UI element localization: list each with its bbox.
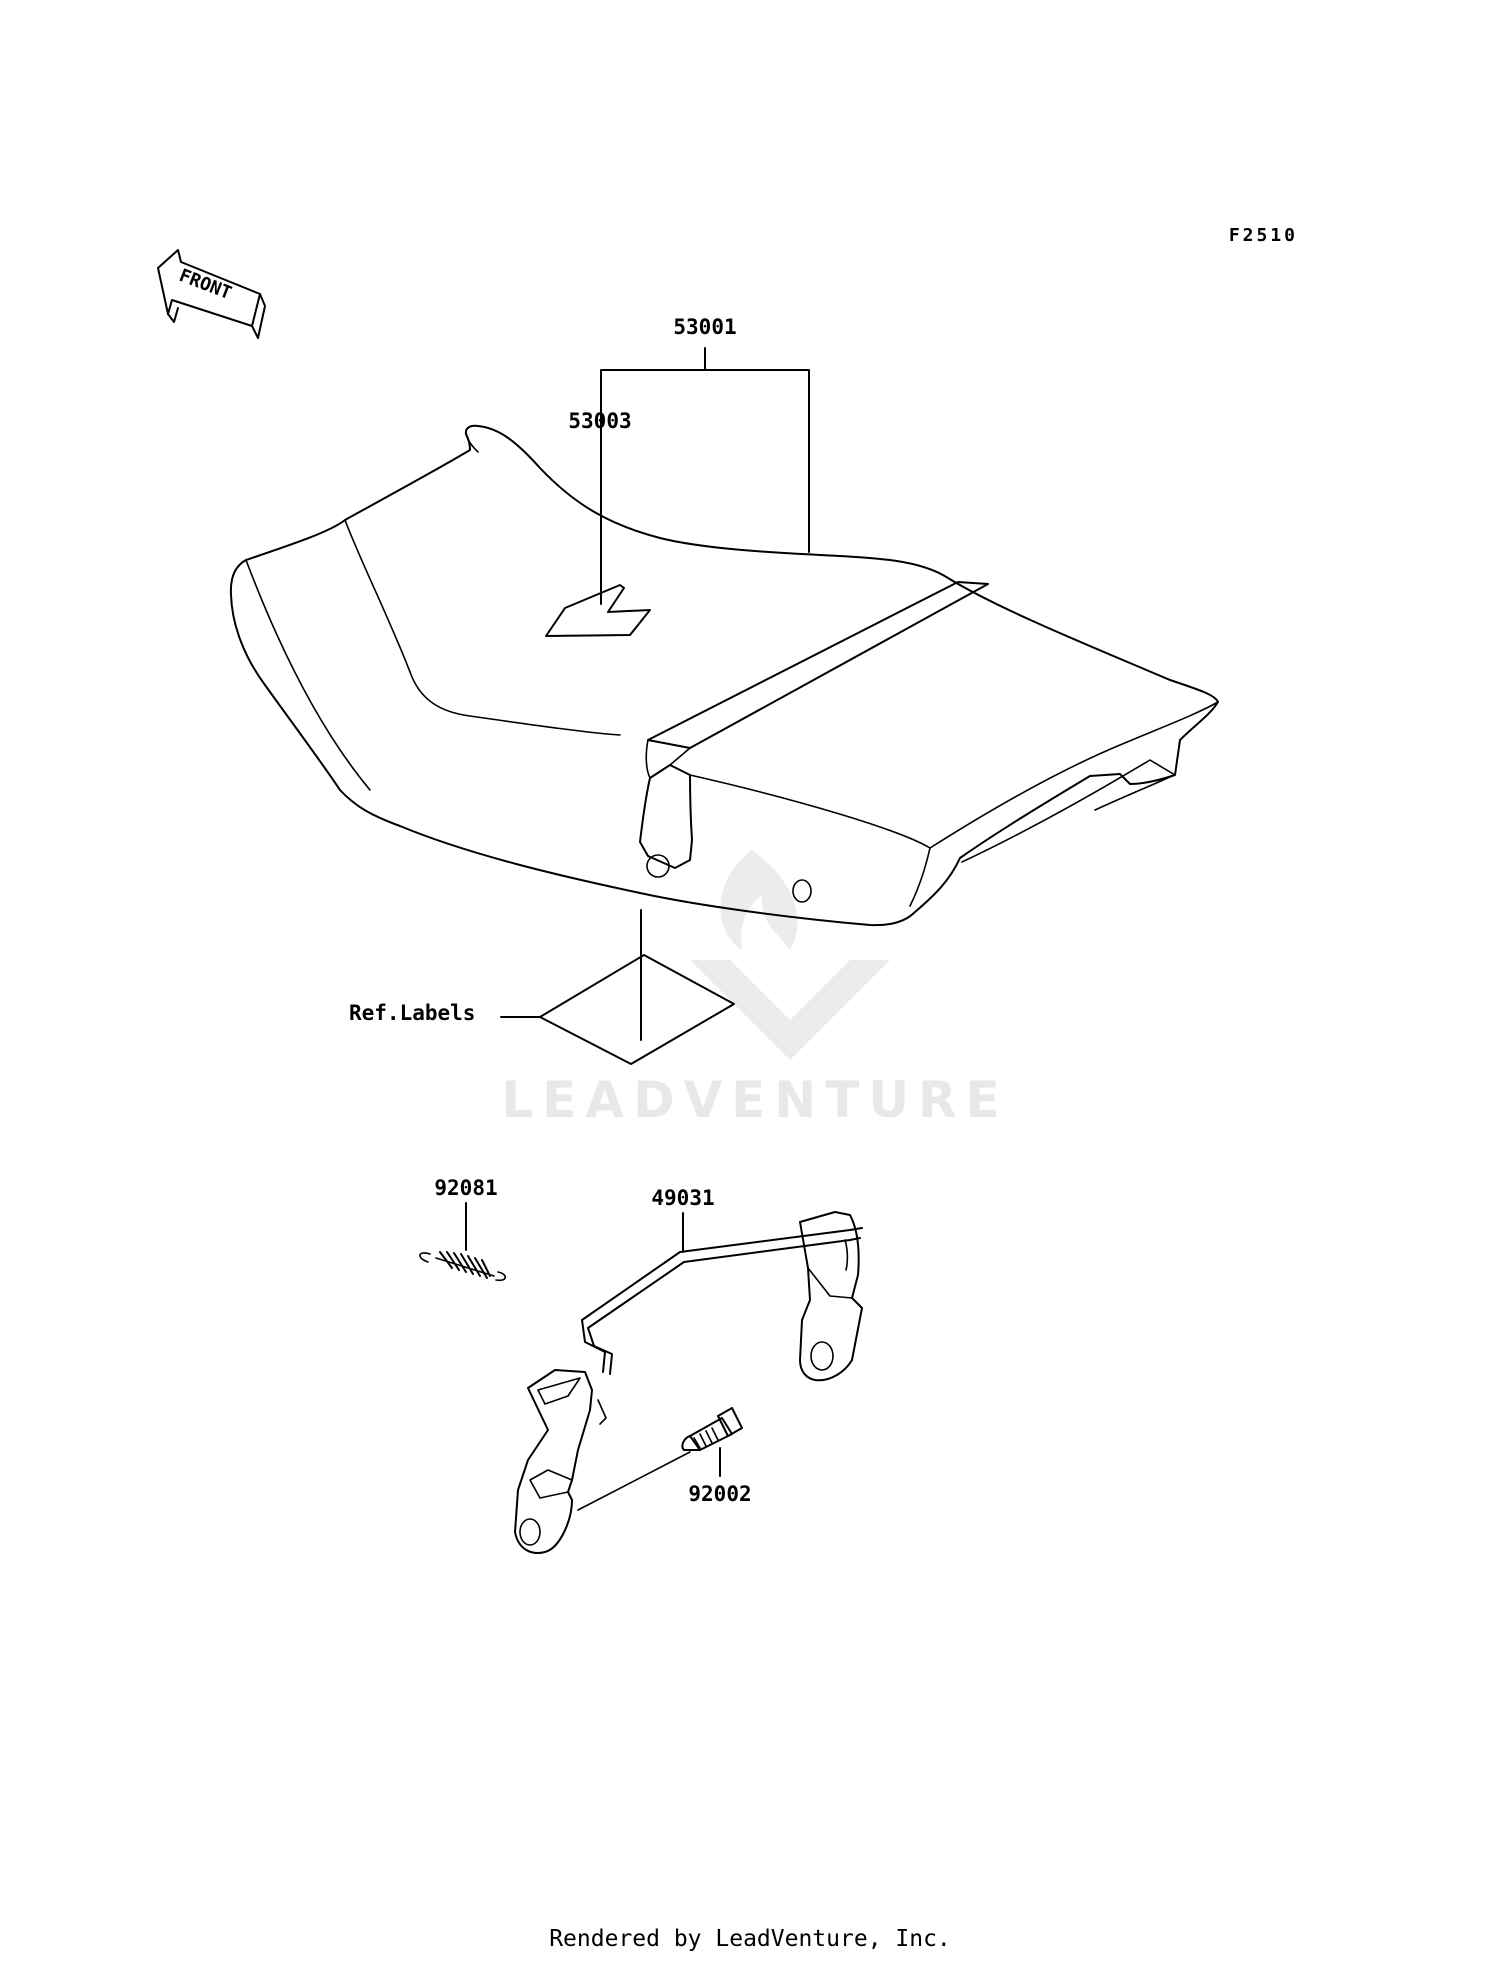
part-label-53001[interactable]: 53001 — [673, 315, 736, 339]
seat-drawing — [229, 424, 1219, 927]
leadventure-logo-icon — [690, 850, 890, 1060]
bracket-drawing — [514, 1211, 863, 1554]
bolt-drawing — [681, 1407, 743, 1451]
leader-53001 — [600, 347, 810, 575]
figure-code: F2510 — [1229, 225, 1298, 246]
front-arrow-icon: FRONT — [157, 249, 266, 339]
bolt-install-line — [577, 1451, 691, 1511]
part-label-92002[interactable]: 92002 — [688, 1482, 751, 1506]
part-label-49031[interactable]: 49031 — [651, 1186, 714, 1210]
footer-credit: Rendered by LeadVenture, Inc. — [549, 1926, 951, 1952]
part-label-ref-labels[interactable]: Ref.Labels — [349, 1001, 475, 1025]
labels-drawing — [539, 954, 735, 1065]
spring-drawing — [419, 1251, 507, 1282]
watermark-text: LEADVENTURE — [501, 1071, 1008, 1129]
part-label-92081[interactable]: 92081 — [434, 1176, 497, 1200]
part-label-53003[interactable]: 53003 — [568, 409, 631, 433]
watermark: LEADVENTURE — [501, 850, 1008, 1129]
